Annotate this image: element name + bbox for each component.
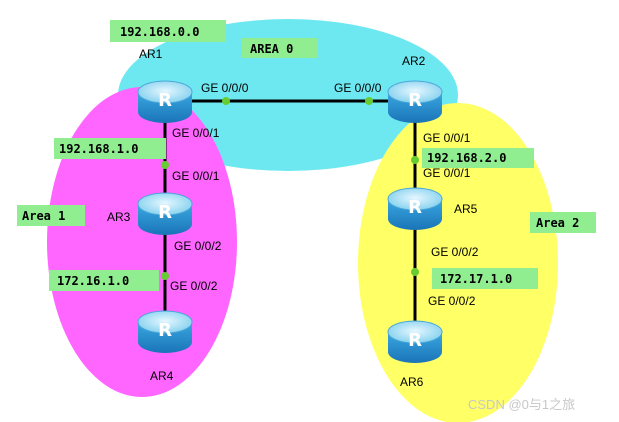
router-icon-letter: R [158,202,172,223]
router-icon-letter: R [158,90,172,111]
net-label-172-17-1-0: 172.17.1.0 [432,268,538,289]
iface-ar3-ge001: GE 0/0/1 [172,169,220,183]
svg-text:192.168.2.0: 192.168.2.0 [427,151,506,165]
port-dot-ar1-ar3 [161,161,169,169]
port-dot-ar5-ar6 [411,268,419,276]
area-label-area2: Area 2 [530,212,596,233]
port-dot-ar1-ge000 [222,97,230,105]
iface-ar5-ge002: GE 0/0/2 [431,245,479,259]
svg-text:AREA 0: AREA 0 [250,42,293,56]
svg-text:192.168.0.0: 192.168.0.0 [120,25,199,39]
router-ar5[interactable]: R [387,187,443,231]
iface-ar2-ge000: GE 0/0/0 [334,81,382,95]
router-label-ar1: AR1 [139,47,163,61]
area-label-area0: AREA 0 [242,38,318,58]
iface-ar6-ge002: GE 0/0/2 [428,294,476,308]
iface-ar2-ge001: GE 0/0/1 [423,131,471,145]
svg-text:172.17.1.0: 172.17.1.0 [440,272,512,286]
router-ar1[interactable]: R [137,80,193,124]
watermark: CSDN @0与1之旅 [468,397,575,412]
router-icon-letter: R [408,90,422,111]
svg-text:172.16.1.0: 172.16.1.0 [57,274,129,288]
iface-ar1-ge000: GE 0/0/0 [201,81,249,95]
router-icon-letter: R [408,197,422,218]
iface-ar4-ge002: GE 0/0/2 [170,279,218,293]
net-label-192-168-1-0: 192.168.1.0 [54,138,166,159]
router-ar6[interactable]: R [387,320,443,364]
router-label-ar3: AR3 [107,210,131,224]
port-dot-ar2-ge000 [365,97,373,105]
svg-text:192.168.1.0: 192.168.1.0 [59,142,138,156]
router-ar2[interactable]: R [387,80,443,124]
svg-text:Area 1: Area 1 [22,209,65,223]
router-label-ar2: AR2 [402,54,426,68]
router-label-ar6: AR6 [400,375,424,389]
router-ar4[interactable]: R [137,310,193,354]
net-label-192-168-2-0: 192.168.2.0 [422,148,534,168]
net-label-172-16-1-0: 172.16.1.0 [49,270,159,291]
port-dot-ar3-ar4 [161,272,169,280]
port-dot-ar2-ar5 [411,156,419,164]
router-icon-letter: R [158,320,172,341]
port-dots [161,97,419,280]
iface-ar3-ge002: GE 0/0/2 [174,239,222,253]
net-label-192-168-0-0: 192.168.0.0 [110,20,226,42]
svg-text:Area 2: Area 2 [536,216,579,230]
router-label-ar4: AR4 [150,369,174,383]
router-label-ar5: AR5 [454,202,478,216]
router-ar3[interactable]: R [137,192,193,236]
iface-ar5-ge001: GE 0/0/1 [423,166,471,180]
area-label-area1: Area 1 [17,205,85,226]
iface-ar1-ge001: GE 0/0/1 [172,126,220,140]
router-icon-letter: R [408,330,422,351]
